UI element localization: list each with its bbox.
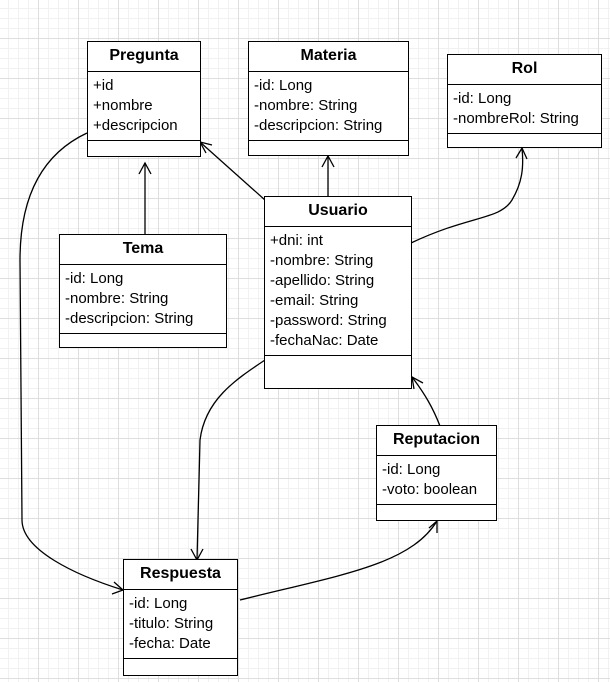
edge-usuario-materia-arrow bbox=[321, 154, 335, 168]
edge-usuario-respuesta bbox=[196, 359, 266, 561]
class-respuesta[interactable]: Respuesta -id: Long -titulo: String -fec… bbox=[123, 559, 238, 676]
attribute-list: -id: Long -titulo: String -fecha: Date bbox=[124, 590, 237, 658]
method-compartment bbox=[448, 133, 601, 144]
attribute: -nombre: String bbox=[65, 290, 169, 307]
class-name: Materia bbox=[249, 42, 408, 72]
edge-tema-pregunta-arrow bbox=[138, 161, 152, 175]
attribute: +dni: int bbox=[270, 232, 323, 249]
method-compartment bbox=[265, 355, 411, 384]
attribute-list: +dni: int -nombre: String -apellido: Str… bbox=[265, 227, 411, 355]
edge-pregunta-respuesta-arrow bbox=[111, 581, 125, 595]
attribute: -descripcion: String bbox=[254, 117, 383, 134]
method-compartment bbox=[377, 504, 496, 515]
edge-usuario-rol-arrow bbox=[515, 146, 528, 160]
attribute: -voto: boolean bbox=[382, 481, 478, 498]
attribute: -fechaNac: Date bbox=[270, 332, 379, 349]
class-usuario[interactable]: Usuario +dni: int -nombre: String -apell… bbox=[264, 196, 412, 389]
attribute: -nombre: String bbox=[270, 252, 374, 269]
attribute: -id: Long bbox=[65, 270, 124, 287]
class-tema[interactable]: Tema -id: Long -nombre: String -descripc… bbox=[59, 234, 227, 348]
method-compartment bbox=[249, 140, 408, 151]
class-pregunta[interactable]: Pregunta +id +nombre +descripcion bbox=[87, 41, 201, 157]
class-reputacion[interactable]: Reputacion -id: Long -voto: boolean bbox=[376, 425, 497, 521]
attribute: +nombre bbox=[93, 97, 153, 114]
attribute-list: -id: Long -nombre: String -descripcion: … bbox=[60, 265, 226, 333]
attribute: -nombreRol: String bbox=[453, 110, 579, 127]
attribute: -nombre: String bbox=[254, 97, 358, 114]
method-compartment bbox=[88, 140, 200, 151]
attribute: -password: String bbox=[270, 312, 387, 329]
method-compartment bbox=[124, 658, 237, 669]
attribute: -id: Long bbox=[254, 77, 313, 94]
attribute: -apellido: String bbox=[270, 272, 375, 289]
edge-respuesta-reputacion bbox=[239, 520, 438, 601]
class-name: Rol bbox=[448, 55, 601, 85]
attribute: -id: Long bbox=[453, 90, 512, 107]
edge-respuesta-reputacion-arrow bbox=[428, 519, 438, 533]
class-name: Respuesta bbox=[124, 560, 237, 590]
class-materia[interactable]: Materia -id: Long -nombre: String -descr… bbox=[248, 41, 409, 156]
attribute: -id: Long bbox=[382, 461, 441, 478]
attribute: +id bbox=[93, 77, 114, 94]
attribute-list: +id +nombre +descripcion bbox=[88, 72, 200, 140]
attribute: +descripcion bbox=[93, 117, 178, 134]
attribute: -id: Long bbox=[129, 595, 188, 612]
edge-usuario-rol bbox=[410, 147, 524, 244]
class-name: Tema bbox=[60, 235, 226, 265]
attribute: -email: String bbox=[270, 292, 359, 309]
edge-reputacion-usuario-arrow bbox=[411, 375, 424, 390]
attribute-list: -id: Long -voto: boolean bbox=[377, 456, 496, 504]
edge-pregunta-respuesta bbox=[19, 132, 124, 591]
attribute: -fecha: Date bbox=[129, 635, 211, 652]
edge-reputacion-usuario bbox=[411, 376, 441, 427]
attribute-list: -id: Long -nombreRol: String bbox=[448, 85, 601, 133]
class-rol[interactable]: Rol -id: Long -nombreRol: String bbox=[447, 54, 602, 148]
attribute-list: -id: Long -nombre: String -descripcion: … bbox=[249, 72, 408, 140]
edge-usuario-pregunta-arrow bbox=[198, 141, 213, 154]
class-name: Reputacion bbox=[377, 426, 496, 456]
method-compartment bbox=[60, 333, 226, 344]
class-name: Pregunta bbox=[88, 42, 200, 72]
attribute: -titulo: String bbox=[129, 615, 214, 632]
class-name: Usuario bbox=[265, 197, 411, 227]
attribute: -descripcion: String bbox=[65, 310, 194, 327]
